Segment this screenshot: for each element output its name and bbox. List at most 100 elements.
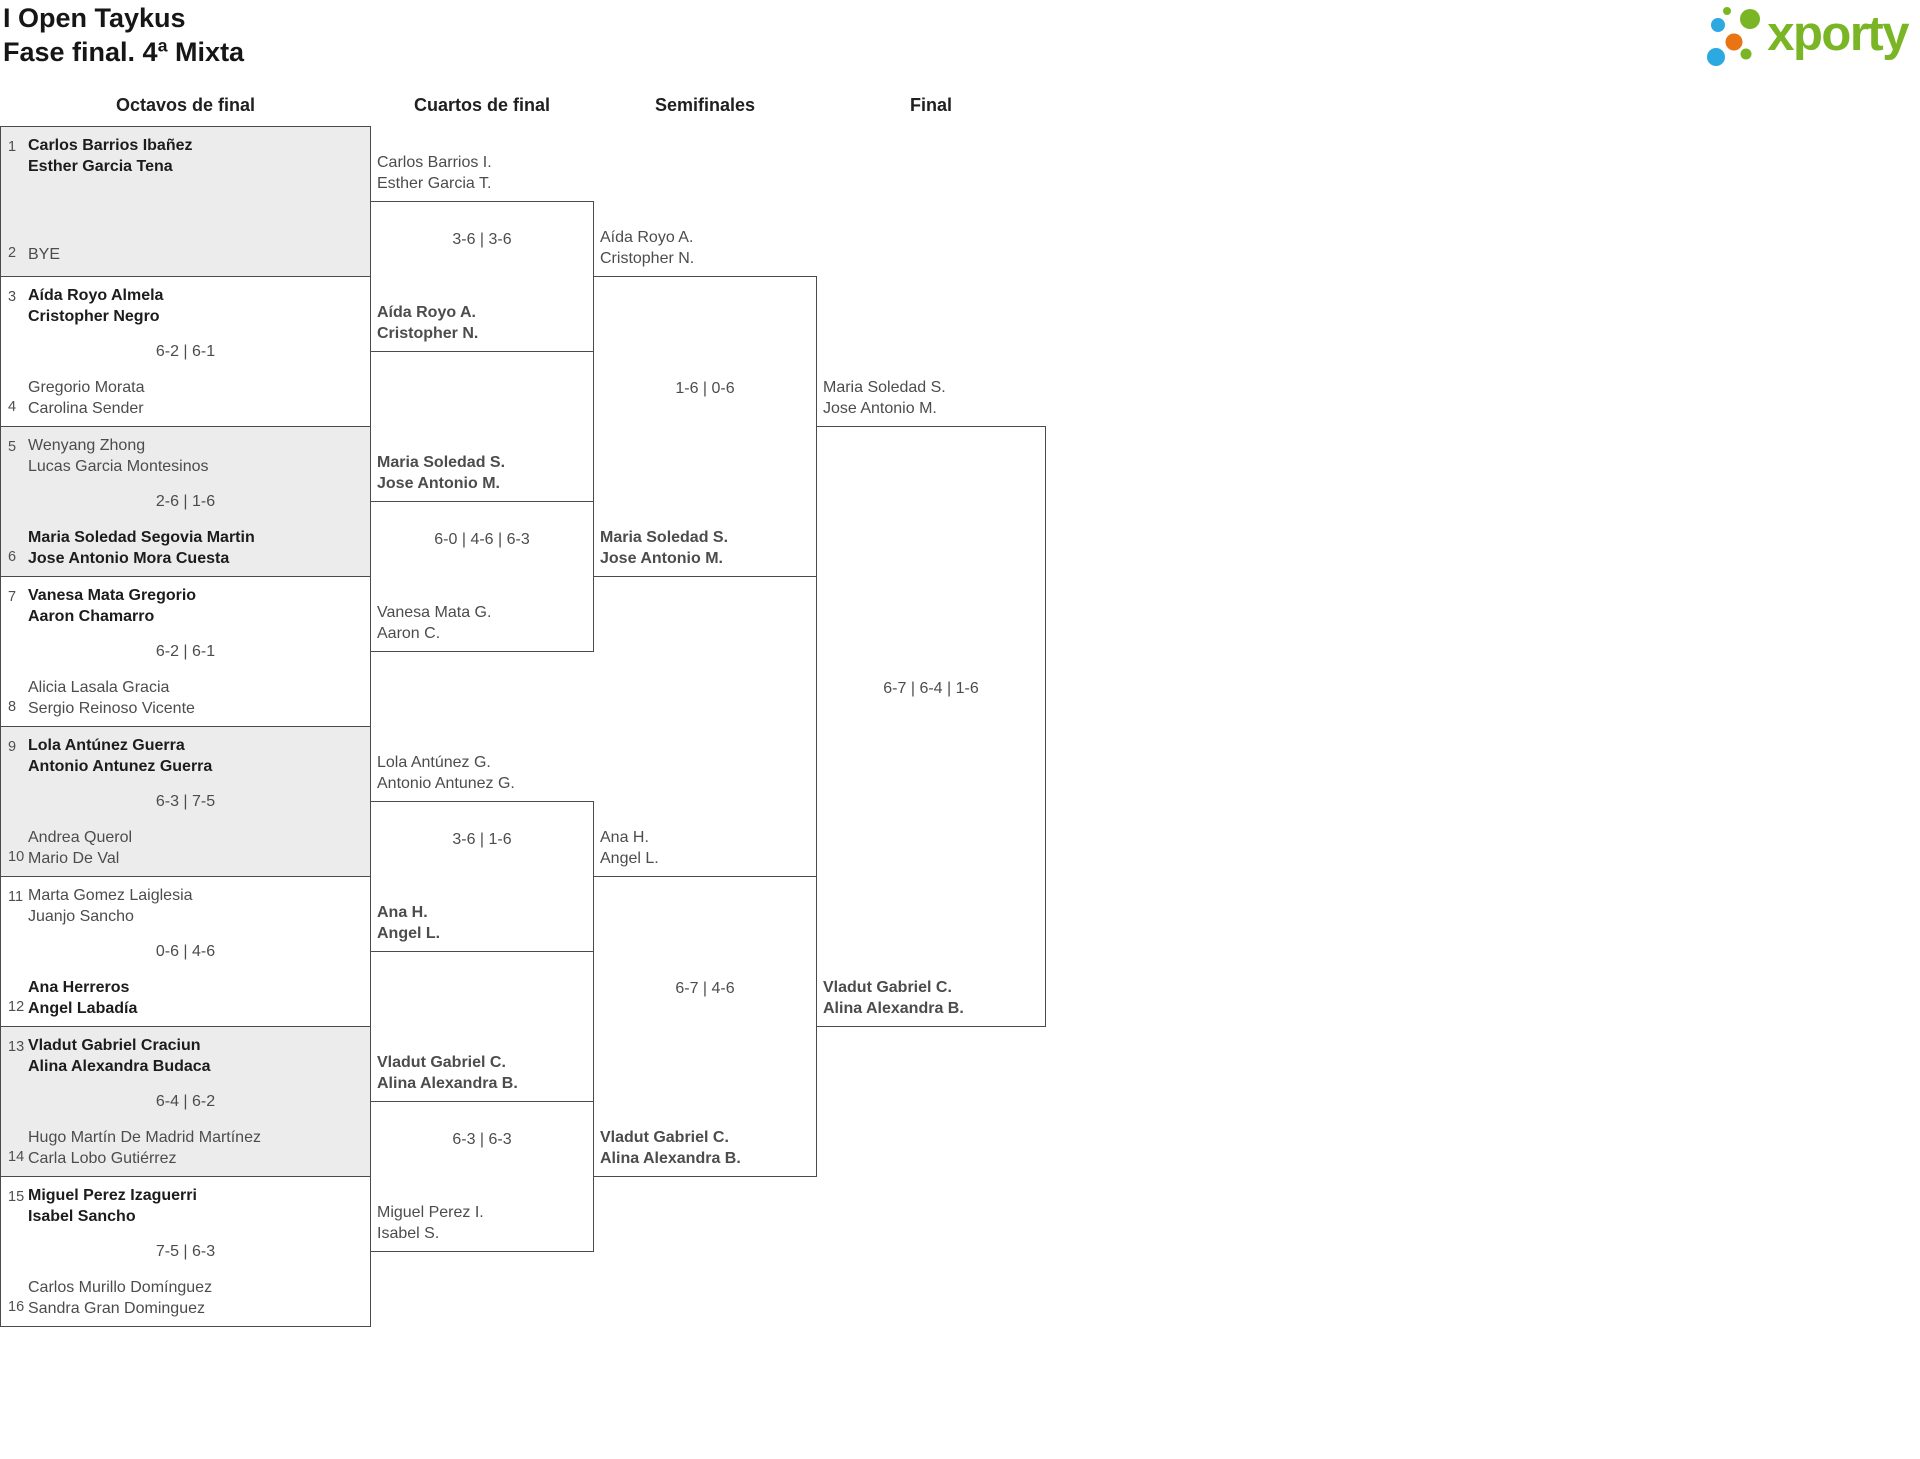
player-name: Maria Soledad Segovia Martin	[28, 529, 255, 546]
player-name: Jose Antonio M.	[600, 549, 723, 567]
player-name: Angel Labadía	[28, 999, 138, 1017]
team-pair: Alicia Lasala Gracia Sergio Reinoso Vice…	[28, 678, 195, 719]
player-name: Alina Alexandra B.	[377, 1074, 518, 1092]
player-name: Jose Antonio M.	[377, 474, 500, 492]
player-name: Isabel S.	[377, 1224, 440, 1242]
team-pair: Aída Royo Almela Cristopher Negro	[28, 286, 163, 327]
player-name: Jose Antonio Mora Cuesta	[28, 549, 230, 567]
match-score: 6-2 | 6-1	[155, 342, 216, 360]
qf4-score: 6-3 | 6-3	[452, 1131, 512, 1148]
seed-number: 2	[8, 245, 17, 261]
r16-match-2: 3 Aída Royo Almela Cristopher Negro 6-2 …	[0, 276, 371, 427]
final-score: 6-7 | 6-4 | 1-6	[883, 680, 979, 697]
seed-number: 6	[8, 549, 17, 565]
r16-match-8: 15 Miguel Perez Izaguerri Isabel Sancho …	[0, 1176, 371, 1327]
r16-match-4: 7 Vanesa Mata Gregorio Aaron Chamarro 6-…	[0, 576, 371, 727]
round-header-cuartos: Cuartos de final	[413, 95, 551, 115]
player-name: Vladut Gabriel Craciun	[28, 1037, 201, 1054]
seed-number: 12	[8, 999, 25, 1015]
player-name: Ana H.	[600, 829, 649, 846]
player-name: Gregorio Morata	[28, 379, 145, 396]
player-name: Carlos Barrios Ibañez	[28, 137, 193, 154]
player-name: Lucas Garcia Montesinos	[28, 457, 209, 475]
round-header-octavos: Octavos de final	[115, 95, 256, 115]
player-name: Juanjo Sancho	[28, 907, 134, 925]
seed-number: 10	[8, 849, 25, 865]
player-name: Antonio Antunez G.	[377, 774, 515, 792]
player-name: Ana H.	[377, 904, 428, 921]
qf3-score: 3-6 | 1-6	[452, 831, 512, 848]
seed-number: 9	[8, 739, 17, 755]
player-name: Vladut Gabriel C.	[377, 1054, 506, 1071]
team-pair: Carlos Murillo Domínguez Sandra Gran Dom…	[28, 1278, 212, 1319]
player-name: Alina Alexandra B.	[823, 999, 964, 1017]
team-pair: Carlos Barrios Ibañez Esther Garcia Tena	[28, 136, 193, 177]
player-name: BYE	[28, 245, 61, 263]
player-name: Vanesa Mata Gregorio	[28, 587, 197, 604]
r16-match-1: 1 Carlos Barrios Ibañez Esther Garcia Te…	[0, 126, 371, 277]
player-name: Alina Alexandra B.	[600, 1149, 741, 1167]
r16-match-5: 9 Lola Antúnez Guerra Antonio Antunez Gu…	[0, 726, 371, 877]
sf2-team-b: Vladut Gabriel C. Alina Alexandra B.	[600, 1128, 741, 1169]
team-pair: Maria Soledad Segovia Martin Jose Antoni…	[28, 528, 255, 569]
player-name: Aída Royo A.	[600, 229, 694, 246]
player-name: Carla Lobo Gutiérrez	[28, 1149, 177, 1167]
sf1-team-b: Maria Soledad S. Jose Antonio M.	[600, 528, 728, 569]
player-name: Isabel Sancho	[28, 1207, 136, 1225]
player-name: Hugo Martín De Madrid Martínez	[28, 1129, 261, 1146]
player-name: Vladut Gabriel C.	[600, 1129, 729, 1146]
qf4-team-b: Miguel Perez I. Isabel S.	[377, 1203, 484, 1244]
player-name: Aaron C.	[377, 624, 441, 642]
player-name: Vladut Gabriel C.	[823, 979, 952, 996]
xporty-logo: xporty	[1703, 2, 1909, 68]
player-name: Mario De Val	[28, 849, 120, 867]
xporty-dots-icon	[1707, 7, 1761, 66]
player-name: Antonio Antunez Guerra	[28, 757, 213, 775]
player-name: Ana Herreros	[28, 979, 130, 996]
r16-match-7: 13 Vladut Gabriel Craciun Alina Alexandr…	[0, 1026, 371, 1177]
player-name: Alicia Lasala Gracia	[28, 679, 170, 696]
final-match-box	[816, 426, 1046, 1027]
player-name: Jose Antonio M.	[823, 399, 937, 417]
player-name: Angel L.	[600, 849, 659, 867]
player-name: Aída Royo A.	[377, 304, 476, 321]
seed-number: 8	[8, 699, 17, 715]
player-name: Aaron Chamarro	[28, 607, 155, 625]
seed-number: 3	[8, 289, 17, 305]
player-name: Cristopher Negro	[28, 307, 160, 325]
team-pair: Marta Gomez Laiglesia Juanjo Sancho	[28, 886, 193, 927]
team-pair: Wenyang Zhong Lucas Garcia Montesinos	[28, 436, 209, 477]
seed-number: 4	[8, 399, 17, 415]
team-pair: Miguel Perez Izaguerri Isabel Sancho	[28, 1186, 197, 1227]
match-score: 0-6 | 4-6	[155, 942, 216, 960]
match-score: 6-4 | 6-2	[155, 1092, 216, 1110]
sf1-score: 1-6 | 0-6	[675, 380, 735, 397]
player-name: Aída Royo Almela	[28, 287, 164, 304]
final-team-a: Maria Soledad S. Jose Antonio M.	[823, 378, 946, 419]
player-name: Maria Soledad S.	[823, 379, 946, 396]
player-name: Angel L.	[377, 924, 441, 942]
r16-match-6: 11 Marta Gomez Laiglesia Juanjo Sancho 0…	[0, 876, 371, 1027]
qf3-team-a: Lola Antúnez G. Antonio Antunez G.	[377, 753, 515, 794]
page-title: I Open Taykus Fase final. 4ª Mixta	[3, 1, 244, 69]
team-pair: Hugo Martín De Madrid Martínez Carla Lob…	[28, 1128, 261, 1169]
player-name: Vanesa Mata G.	[377, 604, 492, 621]
player-name: Carlos Murillo Domínguez	[28, 1279, 213, 1296]
player-name: Miguel Perez Izaguerri	[28, 1187, 197, 1204]
team-pair: BYE	[28, 245, 60, 266]
phase-category: Fase final. 4ª Mixta	[3, 37, 245, 67]
player-name: Marta Gomez Laiglesia	[28, 887, 193, 904]
player-name: Carlos Barrios I.	[377, 154, 492, 171]
team-pair: Vanesa Mata Gregorio Aaron Chamarro	[28, 586, 196, 627]
seed-number: 1	[8, 139, 17, 155]
match-score: 6-3 | 7-5	[155, 792, 216, 810]
sf2-team-a: Ana H. Angel L.	[600, 828, 659, 869]
player-name: Lola Antúnez Guerra	[28, 737, 185, 754]
brand-wordmark: xporty	[1767, 7, 1909, 61]
seed-number: 15	[8, 1189, 25, 1205]
qf1-team-b: Aída Royo A. Cristopher N.	[377, 303, 478, 344]
player-name: Cristopher N.	[377, 324, 479, 342]
team-pair: Andrea Querol Mario De Val	[28, 828, 132, 869]
seed-number: 5	[8, 439, 17, 455]
